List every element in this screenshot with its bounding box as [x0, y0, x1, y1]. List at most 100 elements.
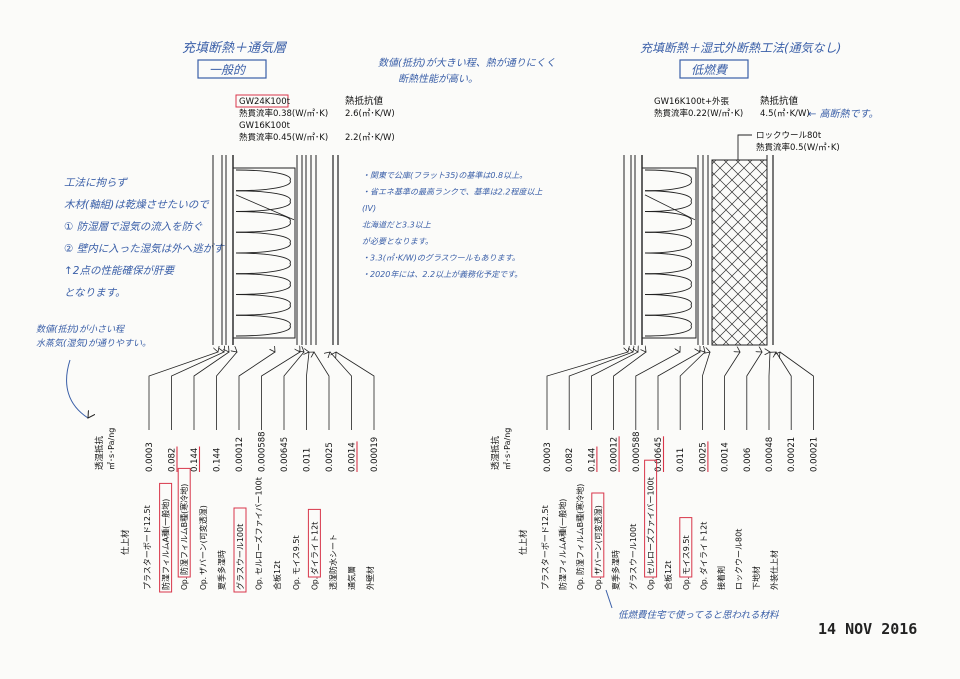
material-name: 通気層: [347, 566, 357, 590]
right-material-list: プラスターボード12.5t 防湿フィルムA種(一般地) Op. 防湿フィルムB種(寒冷…: [541, 459, 779, 590]
note-line: となります。: [64, 287, 126, 299]
permeance-value: 0.00021: [809, 437, 819, 472]
leader-line: [776, 352, 792, 430]
left-note-values-2: 断熱性能が高い。: [398, 73, 478, 85]
batt-loop: [235, 294, 291, 316]
leader-line: [216, 352, 238, 430]
leader-line: [193, 352, 229, 430]
material-name: プラスターボード12.5t: [541, 505, 550, 590]
permeance-value: 0.0003: [543, 442, 553, 472]
leader-line: [702, 352, 710, 430]
material-name: プラスターボード12.5t: [143, 505, 152, 590]
option-mark: Op.: [199, 577, 208, 590]
batt-diagonal: [644, 194, 696, 221]
permeance-value: 0.00012: [235, 437, 245, 472]
right-rock-label: ロックウール80t: [756, 131, 822, 141]
left-permeance-unit: ㎡･s･Pa/ng: [107, 428, 116, 470]
batt-loop: [644, 252, 692, 275]
material-name: 接着剤: [716, 566, 726, 590]
note-pointer-curve: [66, 359, 88, 418]
leader-line: [330, 352, 352, 430]
leader-line: [307, 352, 310, 430]
rock-pointer: [737, 134, 752, 160]
material-name: 外壁材: [365, 566, 375, 590]
permeance-value: 0.011: [676, 448, 686, 472]
right-permeance-values: 0.0003 0.082 0.144 0.00012 0.000588 0.00645 0.…: [543, 431, 819, 472]
leader-line: [314, 352, 330, 430]
material-highlight: [159, 482, 173, 593]
leader-line: [635, 352, 680, 430]
material-name: グラスウール100t: [628, 524, 638, 590]
material-name: モイス9.5t: [292, 535, 301, 575]
material-name: 防湿フィルムA種(一般地): [161, 499, 171, 590]
note-line: ・関東で公庫(フラット35)の基準は0.8以上。: [362, 171, 527, 180]
note-line: ・省エネ基準の最高ランクで、基準は2.2程度以上: [362, 188, 543, 197]
material-name: 夏季多湿時: [610, 550, 620, 590]
leader-line: [724, 352, 740, 430]
note-line: 北海道だと3.3以上: [362, 221, 432, 230]
note-line: (IV): [362, 204, 376, 213]
material-name: ロックウール80t: [735, 529, 744, 590]
permeance-value: 0.000588: [632, 431, 642, 472]
material-name: 防湿フィルムB種(寒冷地): [575, 484, 585, 575]
left-wall-section: [148, 155, 375, 430]
material-name: ダイライト12t: [309, 522, 319, 575]
note-line: 工法に拘らず: [64, 177, 128, 189]
batt-loop: [644, 273, 692, 295]
right-finish: 仕上材: [518, 529, 529, 555]
material-name: 防湿フィルムB種(寒冷地): [179, 484, 189, 575]
leader-line: [546, 352, 628, 430]
batt-loop: [235, 211, 291, 233]
option-mark: Op.: [310, 577, 319, 590]
material-highlight: [679, 517, 693, 578]
right-badge: 低燃費: [691, 63, 728, 77]
permeance-value: 0.00048: [765, 437, 775, 472]
leader-line: [613, 352, 646, 430]
right-permeance-unit: ㎡･s･Pa/ng: [503, 428, 512, 470]
left-badge-box: [197, 59, 267, 79]
leader-line: [336, 352, 375, 430]
left-material-list: プラスターボード12.5t 防湿フィルムA種(一般地) Op. 防湿フィルムB種(寒冷…: [143, 467, 375, 593]
leader-line: [769, 352, 770, 430]
right-wall-section: [546, 155, 814, 430]
batt-loop: [235, 314, 291, 337]
permeance-value: 0.144: [587, 448, 597, 472]
option-mark: Op.: [647, 577, 656, 590]
material-name: グラスウール100t: [235, 524, 245, 590]
left-badge: 一般的: [209, 63, 247, 77]
material-name: 合板12t: [663, 561, 673, 590]
left-note-values: 数値(抵抗)が大きい程、熱が通りにくく: [378, 57, 556, 69]
date-stamp: 14 NOV 2016: [818, 620, 917, 638]
option-mark: Op.: [682, 577, 691, 590]
right-heading: 充填断熱＋湿式外断熱工法(通気なし): [640, 41, 841, 55]
batt-loop: [644, 314, 692, 337]
left-gw16-label: GW16K100t: [239, 121, 291, 131]
permeance-value: 0.0003: [145, 442, 155, 472]
batt-loop: [235, 273, 291, 295]
permeance-value: 0.0014: [348, 442, 358, 472]
material-name: ダイライト12t: [698, 522, 708, 575]
left-heading: 充填断熱＋通気層: [182, 41, 288, 56]
material-name: 防湿フィルムA種(一般地): [558, 499, 568, 590]
material-name: セルローズファイバー100t: [646, 477, 656, 575]
right-insulation: [644, 169, 696, 337]
permeance-value: 0.082: [565, 448, 575, 472]
right-note-bottom: 低燃費住宅で使ってると思われる材料: [618, 609, 779, 621]
left-permeance-title: 透湿抵抗: [94, 435, 105, 470]
right-gw16-label: GW16K100t+外張: [654, 96, 730, 107]
leader-line: [657, 352, 700, 430]
right-gw16-flux: 熱貫流率0.22(W/㎡･K): [654, 108, 743, 119]
permeance-value: 0.00012: [610, 437, 620, 472]
permeance-value: 0.0025: [698, 442, 708, 472]
left-finish: 仕上材: [120, 529, 131, 555]
permeance-value: 0.082: [168, 448, 178, 472]
permeance-value: 0.000588: [258, 431, 268, 472]
permeance-value: 0.00645: [654, 437, 664, 472]
material-highlight: [644, 459, 658, 578]
right-note-high: ← 高断熱です。: [808, 108, 879, 120]
material-name: ザバーン(可変透湿): [593, 505, 603, 575]
